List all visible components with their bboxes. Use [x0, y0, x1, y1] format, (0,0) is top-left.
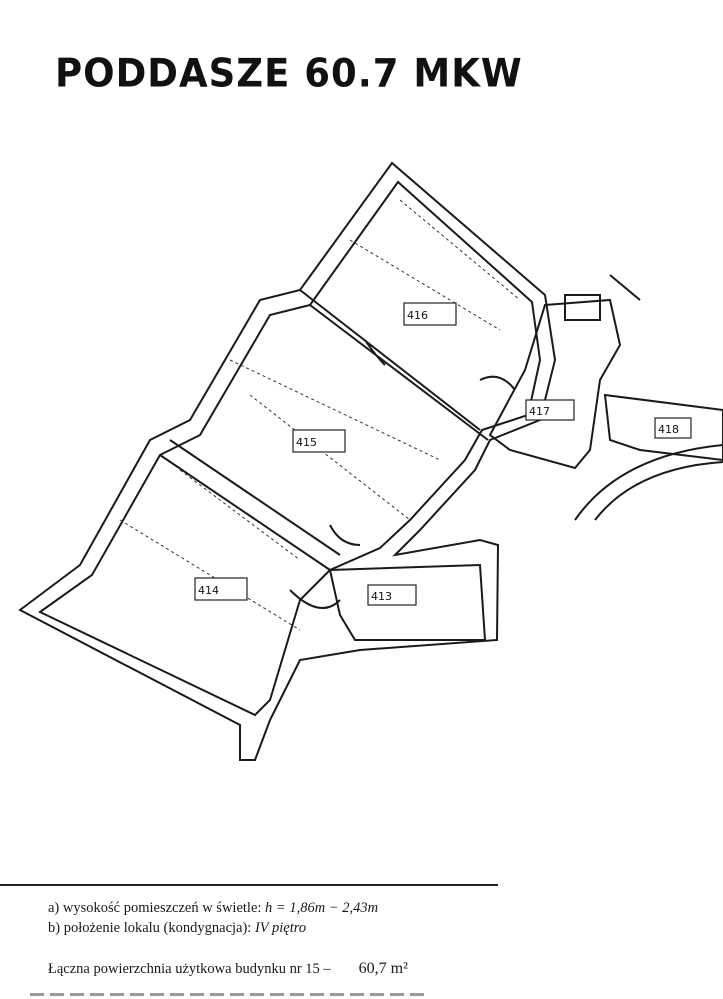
note-location-value: IV piętro — [254, 920, 307, 936]
door-arc — [289, 589, 341, 609]
note-total-area-label: Łączna powierzchnia użytkowa budynku nr … — [48, 961, 331, 977]
door-arc — [479, 375, 516, 391]
room-417-number: 417 — [529, 405, 550, 418]
door-arc — [364, 339, 386, 366]
door-arc — [329, 524, 361, 546]
room-415-number: 415 — [296, 436, 317, 449]
partition-415-416-b — [309, 304, 489, 441]
page-title: PODDASZE 60.7 MKW — [55, 50, 523, 97]
note-room-height-value: h = 1,86m − 2,43m — [265, 900, 379, 916]
inner-wall — [38, 180, 542, 717]
note-total-area: Łączna powierzchnia użytkowa budynku nr … — [48, 960, 408, 978]
note-total-area-value: 60,7 m² — [358, 960, 408, 977]
note-location-label: b) położenie lokalu (kondygnacja): — [48, 920, 255, 936]
staircase-inner — [594, 461, 723, 521]
faint-line — [30, 993, 430, 996]
room-418-number: 418 — [658, 423, 679, 436]
outer-wall — [18, 161, 557, 761]
room-413-number: 413 — [371, 590, 392, 603]
note-room-height: a) wysokość pomieszczeń w świetle: h = 1… — [48, 900, 378, 917]
room-414-number: 414 — [198, 584, 219, 597]
room-416-number: 416 — [407, 309, 428, 322]
partition-414-415 — [159, 454, 331, 571]
note-room-height-label: a) wysokość pomieszczeń w świetle: — [48, 900, 266, 916]
room-417-walls — [488, 298, 622, 470]
staircase — [574, 444, 723, 521]
floor-plan: 414 415 416 417 418 413 — [18, 161, 723, 761]
room-418-walls — [603, 393, 723, 462]
partition-414-415-b — [169, 439, 341, 556]
partition-415-416 — [299, 289, 481, 431]
chimney — [564, 294, 601, 321]
room-413-walls — [328, 563, 487, 641]
divider — [0, 884, 498, 886]
note-location: b) położenie lokalu (kondygnacja): IV pi… — [48, 920, 306, 937]
